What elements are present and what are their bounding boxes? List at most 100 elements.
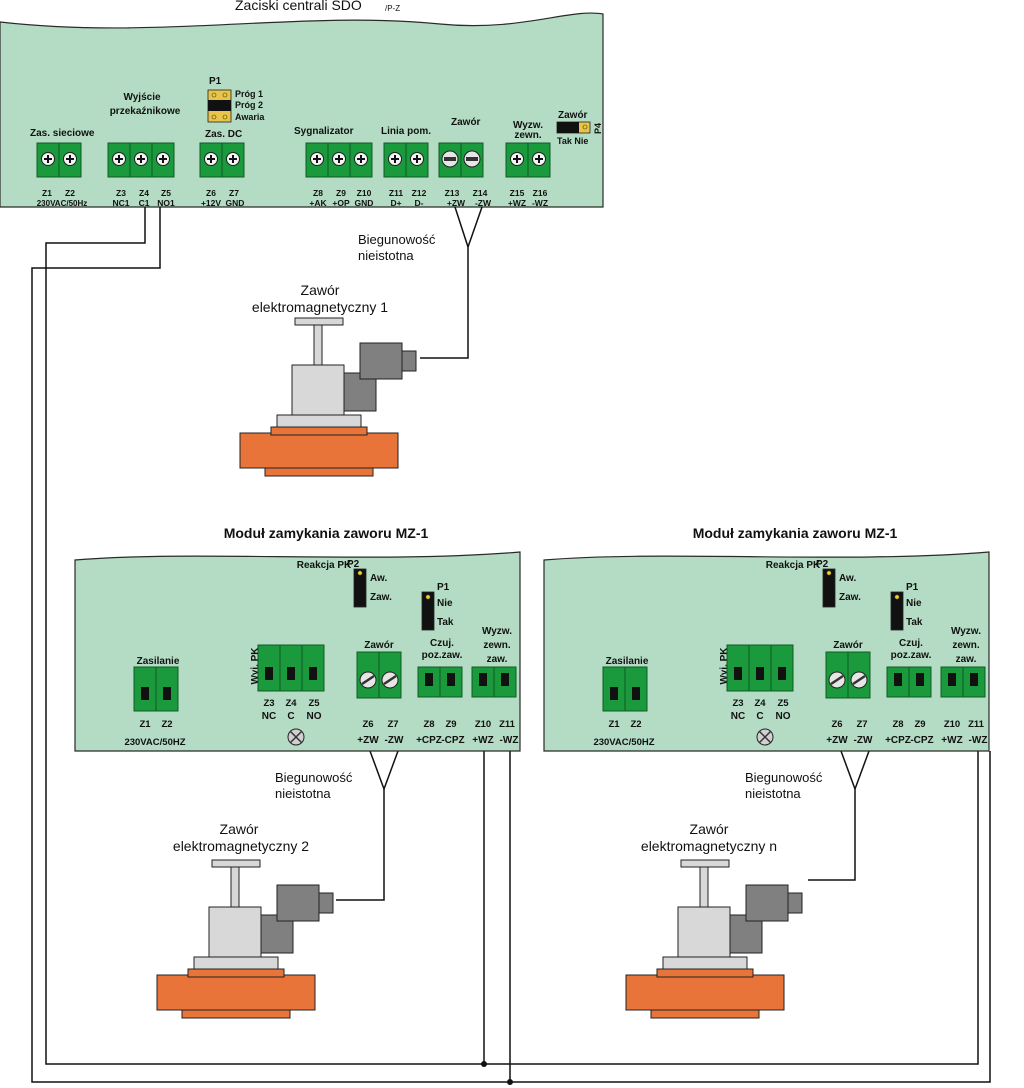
polarity-note-line1: Biegunowość (358, 232, 436, 247)
jumper-p1-cap (421, 591, 435, 631)
valve-body-base (181, 1009, 291, 1019)
terminal-label: -WZ (532, 198, 548, 208)
screw-slot-icon (361, 674, 375, 686)
polarity-note-mz2: Biegunowość nieistotna (745, 770, 823, 801)
valve-bonnet (677, 906, 731, 958)
solenoid-valves (156, 317, 803, 1019)
terminal-label: 230VAC/50HZ (124, 737, 185, 748)
wire-mz1-valve-plus (369, 750, 385, 790)
wire-junction (481, 1061, 487, 1067)
terminal-id: Z3 (263, 698, 274, 709)
terminal-label: +ZW (447, 198, 466, 208)
group-label-relay-2: przekaźnikowe (110, 106, 181, 117)
label-reakcja: Reakcja PK (766, 560, 821, 571)
jumper-p1-option-1: Próg 1 (235, 89, 263, 99)
terminal-id: Z16 (533, 188, 548, 198)
terminal-id: Z11 (499, 719, 516, 730)
terminal-id: Z10 (944, 719, 960, 730)
wire-central-valve-minus (467, 206, 483, 248)
terminal-id: Z3 (116, 188, 126, 198)
label-czuj-1: Czuj. (899, 638, 923, 649)
terminal-id: Z7 (856, 719, 867, 730)
valve-body (625, 974, 785, 1011)
terminal-id: Z15 (510, 188, 525, 198)
valve-stem (230, 866, 240, 908)
terminal-label: NO (307, 711, 322, 722)
terminal-socket (309, 667, 317, 680)
label-valve: Zawór (364, 640, 394, 651)
jumper-pin (425, 594, 431, 600)
terminal-socket (287, 667, 295, 680)
terminal-label: +CPZ (416, 735, 442, 746)
label-wyzw-1: Wyzw. (951, 626, 981, 637)
terminal-label: -WZ (969, 735, 988, 746)
valve-body-neck (270, 426, 368, 436)
jumper-p1-option-1: Nie (906, 598, 922, 609)
terminal-label: GND (226, 198, 245, 208)
solenoid-valve-2 (156, 859, 334, 1019)
label-wyzw-1: Wyzw. (482, 626, 512, 637)
jumper-p1-name: P1 (437, 582, 450, 593)
jumper-p1-cap (890, 591, 904, 631)
terminal-id: Z2 (65, 188, 75, 198)
jumper-p2-cap (822, 568, 836, 608)
terminal-label: NC (731, 711, 745, 722)
valve-label-line2: elektromagnetyczny n (641, 838, 777, 854)
valve-handle (680, 859, 730, 868)
terminal-label: 230VAC/50HZ (593, 737, 654, 748)
valve-body-neck (187, 968, 285, 978)
terminal-label: GND (355, 198, 374, 208)
label-reakcja: Reakcja PK (297, 560, 352, 571)
terminal-label: +WZ (508, 198, 526, 208)
group-label-line: Linia pom. (381, 126, 431, 137)
label-czuj-2: poz.zaw. (422, 650, 463, 661)
label-supply: Zasilanie (137, 656, 180, 667)
terminal-id: Z8 (313, 188, 323, 198)
jumper-pin (826, 570, 832, 576)
valve-body-base (650, 1009, 760, 1019)
terminal-id: Z1 (608, 719, 620, 730)
terminal-label: -CPZ (441, 735, 464, 746)
terminal-socket (632, 687, 640, 700)
label-wyj-pk: Wyj. PK (719, 647, 730, 685)
valve-label-line1: Zawór (301, 282, 340, 298)
jumper-p2-name: P2 (816, 559, 829, 570)
terminal-socket (265, 667, 273, 680)
screw-slot-icon (466, 157, 478, 161)
valve-handle (211, 859, 261, 868)
terminal-label: +12V (201, 198, 221, 208)
terminal-id: Z11 (389, 188, 403, 198)
jumper-pin (894, 594, 900, 600)
terminal-id: Z9 (914, 719, 925, 730)
terminal-label: +WZ (941, 735, 962, 746)
terminal-id: Z13 (445, 188, 460, 198)
terminal-label: D+ (390, 198, 401, 208)
valve-2-label: Zawór elektromagnetyczny 2 (173, 821, 309, 854)
terminal-socket (610, 687, 618, 700)
terminal-label: -ZW (475, 198, 492, 208)
jumper-p2-option-1: Aw. (370, 573, 387, 584)
terminal-id: Z6 (831, 719, 842, 730)
group-label-ext-1: Wyzw. (513, 120, 543, 131)
wire-mz2-valve-minus (854, 750, 870, 790)
jumper-p1-name: P1 (209, 76, 222, 87)
polarity-note-line2: nieistotna (275, 786, 331, 801)
solenoid-connector (359, 342, 403, 380)
jumper-p1: P1 Próg 1 Próg 2 Awaria (207, 76, 265, 123)
label-wyj-pk: Wyj. PK (250, 647, 261, 685)
terminal-socket (163, 687, 171, 700)
jumper-p1-name: P1 (906, 582, 919, 593)
terminal-label: +ZW (826, 735, 848, 746)
wiring (31, 206, 991, 1083)
terminal-id: Z2 (161, 719, 172, 730)
jumper-p4-title: Zawór (558, 110, 588, 121)
label-czuj-2: poz.zaw. (891, 650, 932, 661)
terminal-label: -ZW (385, 735, 404, 746)
terminal-label: +OP (332, 198, 350, 208)
polarity-note-line2: nieistotna (358, 248, 414, 263)
terminal-label: NC (262, 711, 276, 722)
terminal-id: Z14 (473, 188, 488, 198)
terminal-label: C (287, 711, 294, 722)
terminal-socket (447, 673, 455, 686)
